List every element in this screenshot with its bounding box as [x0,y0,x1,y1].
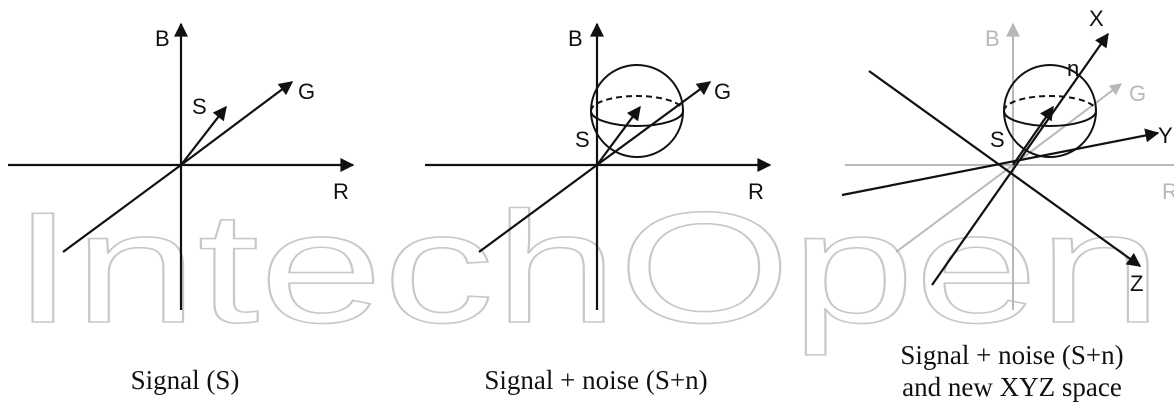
x-axis-label: X [1089,6,1104,31]
z-axis-label: Z [1130,271,1143,296]
n-label: n [1067,56,1079,81]
sphere-equator-front [590,110,684,127]
panel-xyz-space: B R G X Y Z n S [841,6,1174,310]
g-vector [180,81,294,166]
caption-signal-noise: Signal + noise (S+n) [484,365,708,395]
s-vector-label: S [192,94,207,119]
negative-diagonal [62,164,182,253]
negative-diagonal-faded [895,164,1014,253]
sphere-equator-back [1003,95,1097,112]
s-vector [180,105,227,166]
r-axis-label: R [333,179,349,204]
s-vector [1012,105,1054,166]
r-axis-label-faded: R [1162,179,1174,204]
s-vector [596,105,641,166]
y-axis-label: Y [1158,123,1173,148]
watermark: IntechOpen [12,180,1162,356]
b-axis-label: B [155,26,170,51]
negative-diagonal [478,164,598,253]
s-vector-label: S [575,127,590,152]
caption-xyz-line1: Signal + noise (S+n) [900,340,1124,370]
g-vector-label: G [298,79,315,104]
caption-signal: Signal (S) [130,365,240,395]
sphere-equator-front [1003,110,1097,127]
caption-xyz-line2: and new XYZ space [902,372,1122,402]
panel-signal-noise: B R S G [425,22,772,310]
b-axis-label-faded: B [985,26,1000,51]
s-label: S [990,127,1005,152]
sphere-equator-back [590,95,684,112]
g-vector [596,81,712,166]
z-axis [868,70,1142,267]
r-axis-label: R [748,179,764,204]
panel-signal: B R S G [8,22,355,310]
g-vector-label-faded: G [1129,81,1146,106]
g-vector-label: G [714,79,731,104]
b-axis-label: B [568,26,583,51]
